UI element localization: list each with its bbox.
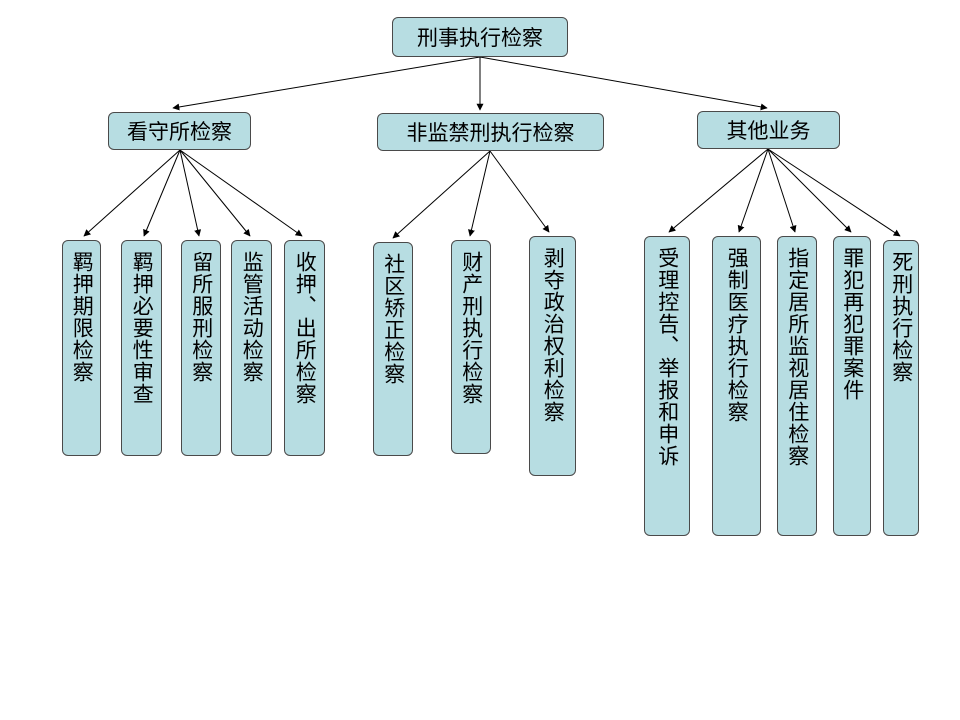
branch-to-leaf-arrow	[83, 149, 181, 237]
leaf-node: 强制医疗执行检察	[712, 236, 761, 536]
branch-to-leaf-arrow	[767, 148, 797, 233]
leaf-node: 社区矫正检察	[373, 242, 413, 456]
leaf-node: 留所服刑检察	[181, 240, 221, 456]
leaf-node: 指定居所监视居住检察	[777, 236, 817, 536]
leaf-node: 死刑执行检察	[883, 240, 919, 536]
leaf-node: 剥夺政治权利检察	[529, 236, 576, 476]
branch-to-leaf-arrow	[143, 149, 181, 237]
leaf-node: 羁押必要性审查	[121, 240, 162, 456]
root-to-branch-arrow	[172, 56, 481, 111]
branch-node-non-custodial: 非监禁刑执行检察	[377, 113, 604, 151]
leaf-label: 社区矫正检察	[381, 253, 406, 385]
leaf-label: 指定居所监视居住检察	[785, 247, 810, 467]
leaf-label: 罪犯再犯罪案件	[840, 247, 865, 401]
leaf-label: 留所服刑检察	[189, 251, 214, 383]
root-node: 刑事执行检察	[392, 17, 568, 57]
branch-node-detention-house: 看守所检察	[108, 112, 251, 150]
leaf-node: 财产刑执行检察	[451, 240, 491, 454]
branch-to-leaf-arrow	[767, 148, 852, 233]
leaf-label: 财产刑执行检察	[459, 251, 484, 405]
branch-label: 非监禁刑执行检察	[406, 121, 575, 145]
leaf-node: 收押、出所检察	[284, 240, 325, 456]
leaf-label: 受理控告、举报和申诉	[655, 247, 680, 467]
branch-label: 其他业务	[726, 119, 811, 143]
leaf-label: 羁押必要性审查	[130, 251, 155, 405]
leaf-label: 监管活动检察	[240, 251, 265, 383]
branch-node-other-business: 其他业务	[697, 111, 840, 149]
leaf-node: 罪犯再犯罪案件	[833, 236, 871, 536]
leaf-label: 羁押期限检察	[70, 251, 95, 383]
branch-to-leaf-arrow	[179, 149, 251, 237]
branch-to-leaf-arrow	[468, 150, 491, 237]
branch-to-leaf-arrow	[392, 150, 491, 239]
branch-to-leaf-arrow	[737, 148, 769, 233]
leaf-node: 监管活动检察	[231, 240, 272, 456]
leaf-label: 强制医疗执行检察	[725, 247, 750, 423]
leaf-label: 死刑执行检察	[889, 251, 914, 383]
leaf-node: 羁押期限检察	[62, 240, 101, 456]
leaf-node: 受理控告、举报和申诉	[644, 236, 690, 536]
branch-to-leaf-arrow	[489, 150, 550, 233]
branch-to-leaf-arrow	[179, 149, 303, 237]
branch-to-leaf-arrow	[668, 148, 769, 233]
root-label: 刑事执行检察	[417, 26, 543, 50]
branch-label: 看守所检察	[127, 120, 232, 144]
root-to-branch-arrow	[479, 56, 768, 111]
branch-to-leaf-arrow	[767, 148, 901, 237]
leaf-label: 剥夺政治权利检察	[541, 247, 566, 423]
branch-to-leaf-arrow	[179, 149, 202, 237]
leaf-label: 收押、出所检察	[293, 251, 318, 405]
